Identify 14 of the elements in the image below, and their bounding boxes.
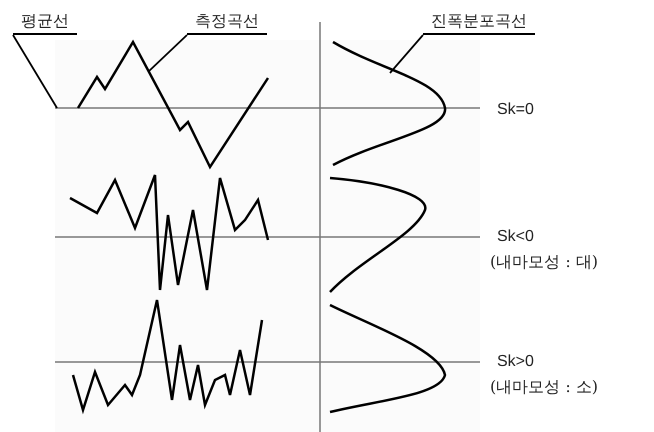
leader-line [12,34,58,108]
note: (내마모성 : 소) [490,378,598,396]
mean-line [55,107,480,109]
skewness-label: Sk=0 [497,101,534,119]
note: (내마모성 : 대) [490,253,598,271]
leader-line [389,34,424,74]
callout-label: 평균선 [13,12,77,35]
skewness-label: Sk<0 [497,228,534,246]
profile-curve [76,39,270,170]
callout-label: 진폭분포곡선 [423,12,535,35]
leader-line [147,34,188,73]
skewness-label: Sk>0 [497,353,534,371]
distribution-curve [332,40,446,166]
callout-label: 측정곡선 [187,12,267,35]
